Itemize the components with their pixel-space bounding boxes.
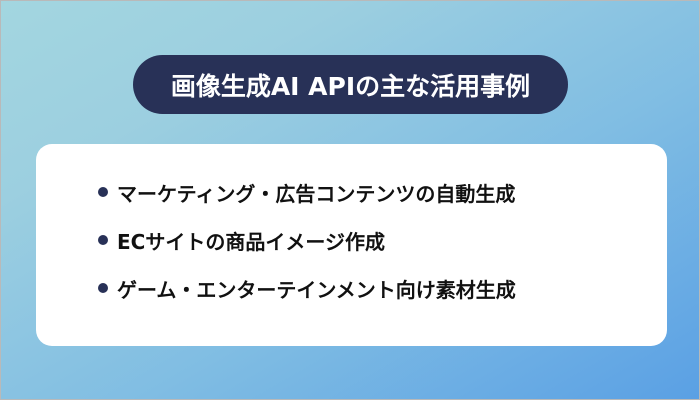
list-item-label: ゲーム・エンターテインメント向け素材生成 (117, 277, 516, 302)
list-item: ゲーム・エンターテインメント向け素材生成 (98, 274, 516, 302)
list-item-label: ECサイトの商品イメージ作成 (117, 229, 385, 254)
use-case-list: マーケティング・広告コンテンツの自動生成 ECサイトの商品イメージ作成 ゲーム・… (98, 178, 516, 302)
title-pill: 画像生成AI APIの主な活用事例 (133, 55, 568, 114)
list-item-label: マーケティング・広告コンテンツの自動生成 (117, 181, 516, 206)
list-item: ECサイトの商品イメージ作成 (98, 226, 516, 254)
use-case-card: マーケティング・広告コンテンツの自動生成 ECサイトの商品イメージ作成 ゲーム・… (36, 144, 667, 346)
bullet-dot-icon (98, 283, 108, 293)
page-title: 画像生成AI APIの主な活用事例 (170, 71, 531, 101)
bullet-dot-icon (98, 235, 108, 245)
list-item: マーケティング・広告コンテンツの自動生成 (98, 178, 516, 206)
bullet-dot-icon (98, 187, 108, 197)
